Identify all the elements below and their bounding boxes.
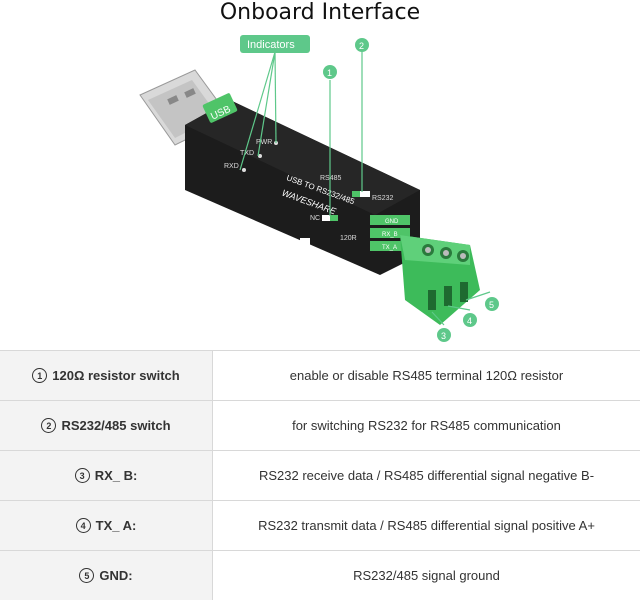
row-label-text: GND:	[99, 568, 133, 583]
row-number: 4	[75, 518, 91, 533]
usb-label-badge	[202, 93, 238, 123]
usb-adapter-illustration: USB PWR TXD RXD RS485 RS232 USB TO RS232…	[139, 35, 499, 342]
txa-label	[370, 241, 410, 251]
row-description: RS232 receive data / RS485 differential …	[258, 468, 595, 483]
tx-a-text: TX_A	[382, 245, 397, 251]
row-description: enable or disable RS485 terminal 120Ω re…	[289, 368, 564, 383]
product-figure: USB PWR TXD RXD RS485 RS232 USB TO RS232…	[0, 30, 640, 350]
row-number: 2	[41, 418, 57, 433]
rxd-text: RXD	[224, 163, 239, 170]
row-label: 1 120Ω resistor switch	[0, 351, 213, 400]
row-number: 5	[79, 568, 95, 583]
table-row: 3 RX_ B: RS232 receive data / RS485 diff…	[0, 451, 640, 501]
row-label-text: RS232/485 switch	[61, 418, 171, 433]
row-number: 3	[74, 468, 90, 483]
r120-text: 120R	[340, 235, 357, 242]
svg-text:3: 3	[441, 331, 446, 341]
table-row: 5 GND: RS232/485 signal ground	[0, 551, 640, 600]
nc-text: NC	[310, 215, 320, 222]
pwr-text: PWR	[256, 139, 272, 146]
callout-3: 3	[437, 328, 451, 342]
page-title: Onboard Interface	[219, 0, 421, 25]
callout-4: 4	[463, 313, 477, 327]
indicators-text: Indicators	[247, 39, 295, 51]
table-row: 1 120Ω resistor switch enable or disable…	[0, 351, 640, 401]
rxb-label	[370, 228, 410, 238]
terminal-block	[400, 235, 480, 325]
row-label-text: RX_ B:	[94, 468, 138, 483]
row-description: RS232 transmit data / RS485 differential…	[258, 518, 595, 533]
adapter-body: USB PWR TXD RXD RS485 RS232 USB TO RS232…	[185, 93, 420, 275]
svg-text:1: 1	[327, 68, 332, 78]
row-description: for switching RS232 for RS485 communicat…	[292, 418, 561, 433]
rxd-led	[242, 168, 246, 172]
svg-text:5: 5	[489, 300, 494, 310]
rx-b-text: RX_B	[382, 232, 398, 238]
indicators-tag: Indicators	[240, 35, 310, 53]
svg-text:4: 4	[467, 316, 472, 326]
row-label: 4 TX_ A:	[0, 501, 213, 550]
table-row: 2 RS232/485 switch for switching RS232 f…	[0, 401, 640, 451]
gnd-text: GND	[385, 219, 399, 225]
gnd-label	[370, 215, 410, 225]
row-label-text: TX_ A:	[95, 518, 137, 533]
txd-text: TXD	[240, 150, 254, 157]
side-slot	[300, 238, 310, 252]
row-label: 5 GND:	[0, 551, 213, 600]
row-number: 1	[32, 368, 48, 383]
row-description: RS232/485 signal ground	[353, 568, 500, 583]
interface-table: 1 120Ω resistor switch enable or disable…	[0, 350, 640, 600]
row-label: 3 RX_ B:	[0, 451, 213, 500]
row-label: 2 RS232/485 switch	[0, 401, 213, 450]
svg-text:2: 2	[359, 41, 364, 51]
rs485-text: RS485	[320, 175, 342, 182]
row-label-text: 120Ω resistor switch	[52, 368, 180, 383]
table-row: 4 TX_ A: RS232 transmit data / RS485 dif…	[0, 501, 640, 551]
rs232-text: RS232	[372, 195, 394, 202]
rs-switch	[352, 191, 370, 197]
callout-2: 2	[355, 38, 369, 52]
callout-1: 1	[323, 65, 337, 79]
callout-5: 5	[485, 297, 499, 311]
txd-led	[258, 154, 262, 158]
